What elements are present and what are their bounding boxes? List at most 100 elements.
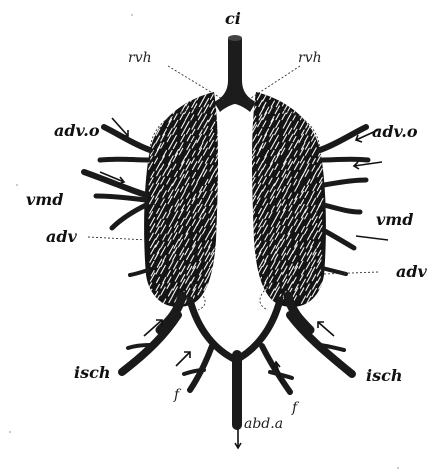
kidney-hatch-stroke xyxy=(167,107,171,113)
kidney-hatch-stroke xyxy=(215,260,220,268)
kidney-hatch-stroke xyxy=(215,290,219,297)
kidney-hatch-stroke xyxy=(217,177,220,182)
kidney-hatch-stroke xyxy=(312,101,315,107)
kidney-hatch-stroke xyxy=(149,289,152,295)
kidney-hatch-stroke xyxy=(217,230,222,239)
right-femoral-vein xyxy=(262,346,290,392)
kidney-hatch-stroke xyxy=(253,295,258,304)
renal-portal-veins xyxy=(122,296,352,425)
label-advo-left: adv.o xyxy=(54,121,100,140)
label-adv-left: adv xyxy=(46,227,78,246)
kidney-hatch-stroke xyxy=(161,94,165,101)
kidney-hatch-stroke xyxy=(168,91,172,99)
kidney-hatch-stroke xyxy=(313,108,316,113)
kidney-hatch-stroke xyxy=(169,101,172,107)
kidney-hatch-stroke xyxy=(311,115,315,122)
kidney-hatch-stroke xyxy=(151,122,154,128)
kidney-hatch-stroke xyxy=(257,295,261,303)
kidney-hatch-stroke xyxy=(163,107,167,114)
leader-rvh-left xyxy=(168,66,224,100)
kidney-hatch-stroke xyxy=(157,107,162,115)
kidney-hatch-stroke xyxy=(265,299,268,304)
kidney-hatch-stroke xyxy=(252,273,256,281)
leader-adv-left xyxy=(88,237,148,240)
kidney-hatch-stroke xyxy=(174,99,178,107)
kidney-hatch-stroke xyxy=(313,122,317,129)
kidney-hatch-stroke xyxy=(217,112,222,121)
label-f-left: f xyxy=(173,387,182,403)
kidney-hatch-stroke xyxy=(157,115,160,120)
vena-cava-trunk xyxy=(214,38,256,112)
kidney-hatch-stroke xyxy=(313,94,316,100)
kidney-hatch-stroke xyxy=(253,271,256,276)
label-rvh-left: rvh xyxy=(128,50,152,66)
kidney-hatch-stroke xyxy=(257,292,260,298)
kidney-hatch-stroke xyxy=(156,118,161,127)
kidney-hatch-stroke xyxy=(319,129,323,136)
kidney-hatch-stroke xyxy=(157,100,161,106)
kidney-hatch-stroke xyxy=(217,129,221,136)
kidney-hatch-stroke xyxy=(217,295,222,304)
kidney-hatch-stroke xyxy=(258,284,261,290)
kidney-hatch-stroke xyxy=(217,120,222,128)
kidney-hatch-stroke xyxy=(276,92,280,99)
kidney-hatch-stroke xyxy=(217,226,220,232)
kidney-hatch-stroke xyxy=(211,296,215,303)
kidney-hatch-stroke xyxy=(161,102,164,108)
kidney-hatch-stroke xyxy=(300,108,304,115)
label-isch-right: isch xyxy=(366,366,402,385)
kidney-hatch-stroke xyxy=(305,93,309,100)
right-tributaries xyxy=(320,127,368,274)
kidney-hatch-stroke xyxy=(149,106,154,114)
kidney-hatch-stroke xyxy=(317,107,321,115)
flow-arrows xyxy=(100,118,388,448)
kidney-hatch-stroke xyxy=(186,94,189,100)
left-kidney xyxy=(144,91,222,307)
kidney-hatch-stroke xyxy=(293,92,298,101)
kidney-hatch-stroke xyxy=(294,100,298,108)
kidney-hatch-stroke xyxy=(217,282,221,289)
kidney-hatch-stroke xyxy=(151,295,156,304)
kidney-hatch-stroke xyxy=(150,125,155,134)
kidney-hatch-stroke xyxy=(319,94,322,100)
kidney-hatch-stroke xyxy=(161,112,165,119)
kidney-hatch-stroke xyxy=(319,112,324,121)
kidney-hatch-stroke xyxy=(319,120,324,128)
right-kidney xyxy=(251,91,326,307)
kidney-hatch-stroke xyxy=(155,93,159,100)
kidney-hatch-stroke xyxy=(306,105,310,113)
label-advo-right: adv.o xyxy=(372,122,418,141)
label-adv-right: adv xyxy=(396,262,428,281)
label-isch-left: isch xyxy=(74,363,110,382)
kidney-hatch-stroke xyxy=(215,268,219,276)
kidney-hatch-stroke xyxy=(288,94,291,100)
vena-cava-opening xyxy=(228,35,242,41)
kidney-hatch-stroke xyxy=(288,101,291,106)
kidney-hatch-stroke xyxy=(251,283,254,289)
kidney-hatch-stroke xyxy=(205,290,209,297)
label-f-right: f xyxy=(291,400,300,416)
kidney-hatch-stroke xyxy=(174,92,178,99)
kidney-hatch-stroke xyxy=(215,277,218,283)
kidney-hatch-stroke xyxy=(216,255,220,262)
kidney-hatch-stroke xyxy=(150,101,153,107)
kidney-hatch-stroke xyxy=(150,95,153,100)
label-rvh-right: rvh xyxy=(298,50,322,66)
kidney-hatch-stroke xyxy=(317,102,320,108)
kidney-hatch-stroke xyxy=(180,100,183,106)
label-vmd-right: vmd xyxy=(376,210,413,229)
kidney-hatch-stroke xyxy=(294,104,299,113)
label-vmd-left: vmd xyxy=(26,190,63,209)
kidney-hatch-stroke xyxy=(281,95,284,101)
kidney-hatch-stroke xyxy=(301,100,305,107)
kidney-hatch-stroke xyxy=(210,288,214,296)
kidney-hatch-stroke xyxy=(217,212,220,218)
kidney-hatch-stroke xyxy=(319,295,324,304)
kidney-hatch-stroke xyxy=(251,289,254,295)
kidney-hatch-stroke xyxy=(216,250,219,255)
kidney-hatch-stroke xyxy=(150,116,153,122)
kidney-hatch-stroke xyxy=(252,255,256,263)
kidney-hatch-stroke xyxy=(211,281,215,289)
kidney-hatch-stroke xyxy=(299,91,304,100)
